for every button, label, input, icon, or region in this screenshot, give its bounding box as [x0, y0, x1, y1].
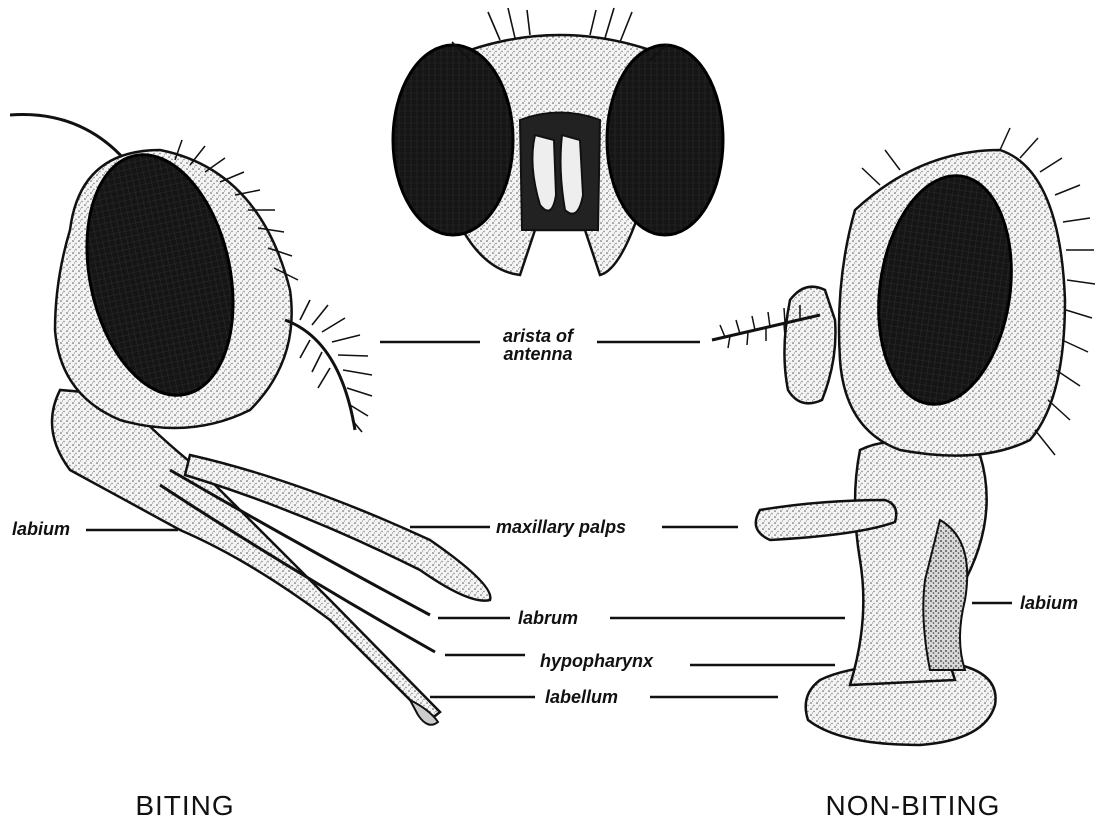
- nonbiting-fly-head: [712, 128, 1095, 745]
- front-right-antenna: [561, 135, 583, 214]
- label-arista-line2: antenna: [503, 344, 572, 364]
- biting-antenna-whip: [10, 115, 125, 160]
- front-left-compound-eye: [393, 45, 513, 235]
- caption-biting: BITING: [135, 790, 234, 821]
- label-maxillary-palps: maxillary palps: [496, 517, 626, 537]
- label-arista-line1: arista of: [503, 326, 575, 346]
- caption-non-biting: NON-BITING: [826, 790, 1001, 821]
- label-labium-right: labium: [1020, 593, 1078, 613]
- label-hypopharynx: hypopharynx: [540, 651, 654, 671]
- label-labellum: labellum: [545, 687, 618, 707]
- label-labium-left: labium: [12, 519, 70, 539]
- front-view-head: [393, 8, 723, 275]
- label-labrum: labrum: [518, 608, 578, 628]
- nonbiting-antenna-segment: [784, 287, 835, 404]
- biting-arista: [285, 300, 372, 432]
- biting-proboscis-base: [52, 390, 440, 720]
- front-right-compound-eye: [607, 45, 723, 235]
